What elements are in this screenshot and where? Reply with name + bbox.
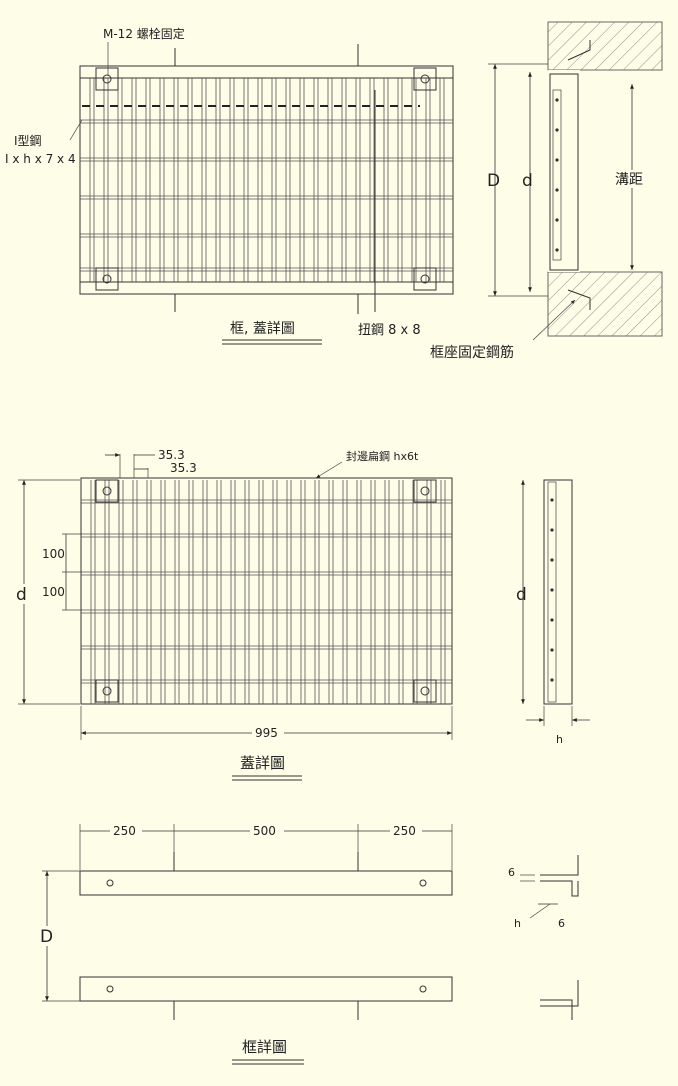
rivet-icon xyxy=(550,618,554,622)
anchor-hook xyxy=(567,289,591,310)
frame-detail: 250 500 250 D 框詳圖 6 h 6 xyxy=(38,822,579,1065)
bolt-plate xyxy=(413,479,437,503)
bolt-plate xyxy=(413,679,437,703)
anchor-leader xyxy=(532,299,576,341)
side-holes xyxy=(555,98,559,252)
top-cross-bars xyxy=(80,119,453,272)
angle-section-top xyxy=(540,855,579,897)
frame-channel xyxy=(549,73,579,271)
bolt-icon xyxy=(420,274,430,284)
d-label: d xyxy=(522,171,533,191)
bolt-icon xyxy=(102,486,112,496)
cover-title: 蓋詳圖 xyxy=(240,754,285,772)
pitch-2: 35.3 xyxy=(170,461,197,475)
label-backing xyxy=(110,822,142,838)
frame-dim-mid: 500 xyxy=(253,824,276,838)
cover-side-web xyxy=(547,481,557,703)
label-backing xyxy=(14,584,34,604)
rivet-icon xyxy=(555,98,559,102)
bolt-icon xyxy=(102,686,112,696)
width-label: 995 xyxy=(255,726,278,740)
cover-side-holes xyxy=(550,498,554,682)
cover-edge xyxy=(552,89,562,261)
frame-upper xyxy=(79,870,453,896)
bolt-icon xyxy=(420,74,430,84)
rivet-icon xyxy=(550,588,554,592)
anchor-label: 框座固定鋼筋 xyxy=(430,344,514,361)
cover-outline xyxy=(80,477,453,705)
frame-h-label: h xyxy=(514,917,521,930)
angle-section-bottom xyxy=(540,980,579,1020)
bolt-icon xyxy=(102,74,112,84)
rivet-icon xyxy=(550,678,554,682)
ibeam-label: I型鋼 xyxy=(14,134,42,148)
row-2: 100 xyxy=(42,585,65,599)
bolt-hole-icon xyxy=(106,879,114,887)
frame-D-label: D xyxy=(40,927,53,947)
h-leader xyxy=(529,903,551,919)
top-frame-lower xyxy=(79,281,454,295)
top-view-title: 框, 蓋詳圖 xyxy=(230,321,295,337)
cover-detail: 35.3 35.3 封邊扁鋼 hx6t 100 100 d 995 蓋詳圖 d xyxy=(14,448,590,781)
label-backing xyxy=(614,170,650,188)
bolt-icon xyxy=(420,486,430,496)
ibeam-size: I x h x 7 x 4 xyxy=(5,152,76,166)
bolt-plate xyxy=(95,679,119,703)
cover-side xyxy=(543,479,573,705)
rivet-icon xyxy=(555,128,559,132)
bolt-icon xyxy=(420,686,430,696)
soil-hatch-top xyxy=(547,21,663,71)
rivet-icon xyxy=(555,218,559,222)
cover-bearing-bars xyxy=(90,480,446,704)
top-bearing-bars xyxy=(89,78,445,282)
frame-title: 框詳圖 xyxy=(242,1038,287,1056)
bolt-plate xyxy=(413,267,437,291)
bolt-icon xyxy=(102,274,112,284)
ibeam-leader xyxy=(69,119,83,141)
side-section: D d 溝距 框座固定鋼筋 xyxy=(430,21,663,361)
cover-side-d-label: d xyxy=(516,585,527,605)
rivet-icon xyxy=(555,158,559,162)
rivet-icon xyxy=(555,248,559,252)
rivet-icon xyxy=(550,528,554,532)
top-view: M-12 螺栓固定 I型鋼 I x h x 7 x 4 框, 蓋詳圖 扭鋼 8 … xyxy=(5,26,454,345)
bolt-note: M-12 螺栓固定 xyxy=(103,26,185,41)
rivet-icon xyxy=(550,498,554,502)
D-label: D xyxy=(487,171,500,191)
frame-lower xyxy=(79,976,453,1002)
label-backing xyxy=(250,822,284,838)
edge-note: 封邊扁鋼 hx6t xyxy=(346,449,419,463)
bolt-hole-icon xyxy=(419,985,427,993)
cover-d-label: d xyxy=(16,585,27,605)
bolt-plate xyxy=(95,267,119,291)
pitch-1: 35.3 xyxy=(158,448,185,462)
thick-1: 6 xyxy=(508,866,515,879)
row-1: 100 xyxy=(42,547,65,561)
cover-cross-bars xyxy=(81,499,452,684)
label-backing xyxy=(252,724,284,740)
rivet-icon xyxy=(555,188,559,192)
frame-dim-right: 250 xyxy=(393,824,416,838)
frame-dim-left: 250 xyxy=(113,824,136,838)
thick-2: 6 xyxy=(558,917,565,930)
soil-hatch-bottom xyxy=(547,271,663,337)
top-frame-upper xyxy=(79,65,454,79)
bolt-hole-icon xyxy=(106,985,114,993)
twisted-steel-label: 扭鋼 8 x 8 xyxy=(358,323,421,338)
bolt-plate xyxy=(95,479,119,503)
h-label: h xyxy=(556,733,563,746)
rivet-icon xyxy=(550,648,554,652)
bolt-plate xyxy=(413,67,437,91)
edge-leader xyxy=(315,461,343,479)
bolt-plate xyxy=(95,67,119,91)
anchor-hook xyxy=(567,40,591,61)
ditch-label: 溝距 xyxy=(615,172,643,188)
label-backing xyxy=(390,822,422,838)
bolt-hole-icon xyxy=(419,879,427,887)
label-backing xyxy=(38,926,56,946)
rivet-icon xyxy=(550,558,554,562)
